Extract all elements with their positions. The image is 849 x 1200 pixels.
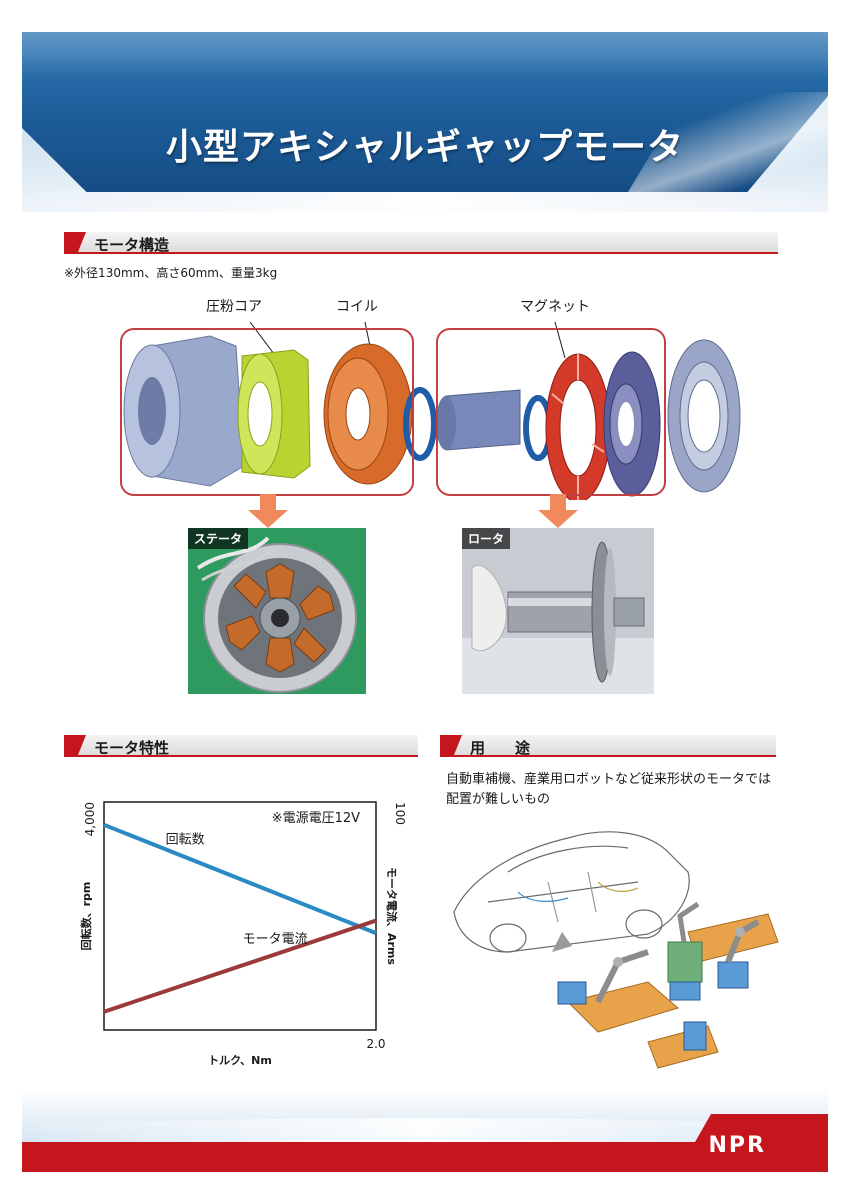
- page-title: 小型アキシャルギャップモータ: [165, 127, 684, 168]
- stator-label: ステータ: [188, 528, 249, 549]
- rotor-photo: ロータ: [462, 528, 654, 694]
- rotor-photo-image: [462, 528, 654, 694]
- stator-photo-image: [188, 528, 366, 694]
- spec-note: ※外径130mm、高さ60mm、重量3kg: [64, 266, 278, 280]
- end-cover-part: [667, 339, 741, 493]
- uses-description: 自動車補機、産業用ロボットなど従来形状のモータでは 配置が難しいもの: [446, 770, 826, 810]
- car-illustration: [453, 831, 690, 953]
- npr-logo: NPR: [708, 1133, 766, 1158]
- y-left-axis-label: 回転数、rpm: [79, 882, 93, 951]
- section-header-characteristics: モータ特性: [64, 735, 418, 759]
- bearing-ring-left: [403, 387, 437, 461]
- stator-photo: ステータ: [188, 528, 366, 694]
- x-tick: 2.0: [366, 1037, 385, 1051]
- section-title: モータ構造: [94, 236, 170, 254]
- chart-note: ※電源電圧12V: [272, 811, 360, 826]
- chart-svg: ※電源電圧12V 4,000 100 2.0 トルク、Nm 回転数、rpm モー…: [79, 801, 407, 1067]
- coil-part: [323, 343, 413, 485]
- arrow-to-stator: [248, 494, 288, 528]
- section-header-uses: 用 途: [440, 735, 776, 759]
- series-line-current: [103, 918, 377, 1014]
- uses-illustration: [453, 831, 779, 1069]
- robot-cell-illustration: [552, 901, 779, 1069]
- rotor-group-frame: [436, 328, 666, 496]
- rotor-label: ロータ: [462, 528, 511, 549]
- exploded-motor-diagram: [123, 321, 741, 500]
- stator-group-frame: [120, 328, 414, 496]
- magnet-part: [545, 353, 611, 500]
- section-title: モータ特性: [94, 739, 170, 757]
- arrow-to-rotor: [538, 494, 578, 528]
- footer-band: NPR: [22, 1088, 828, 1172]
- y-right-axis-label: モータ電流、Arms: [385, 867, 399, 965]
- motor-characteristics-chart: ※電源電圧12V 4,000 100 2.0 トルク、Nm 回転数、rpm モー…: [60, 788, 420, 1078]
- section-title: 用 途: [470, 739, 531, 757]
- housing-part: [123, 335, 245, 487]
- uses-line-1: 自動車補機、産業用ロボットなど従来形状のモータでは: [446, 772, 772, 787]
- series-label-current: モータ電流: [243, 932, 308, 947]
- y-left-tick: 4,000: [83, 802, 97, 836]
- header-banner: 小型アキシャルギャップモータ: [22, 32, 828, 212]
- uses-line-2: 配置が難しいもの: [446, 792, 551, 807]
- callout-core: 圧粉コア: [206, 299, 262, 315]
- callout-magnet: マグネット: [520, 299, 590, 315]
- rotor-disk-part: [603, 351, 661, 497]
- series-label-speed: 回転数: [166, 832, 205, 847]
- banner-shine: [22, 32, 828, 80]
- shaft-part: [436, 389, 521, 451]
- section-header-structure: モータ構造: [64, 232, 778, 256]
- callout-coil: コイル: [336, 299, 378, 315]
- powder-core-part: [237, 349, 311, 479]
- series-line-speed: [103, 822, 377, 935]
- x-axis-label: トルク、Nm: [208, 1054, 272, 1067]
- y-right-tick: 100: [393, 802, 407, 825]
